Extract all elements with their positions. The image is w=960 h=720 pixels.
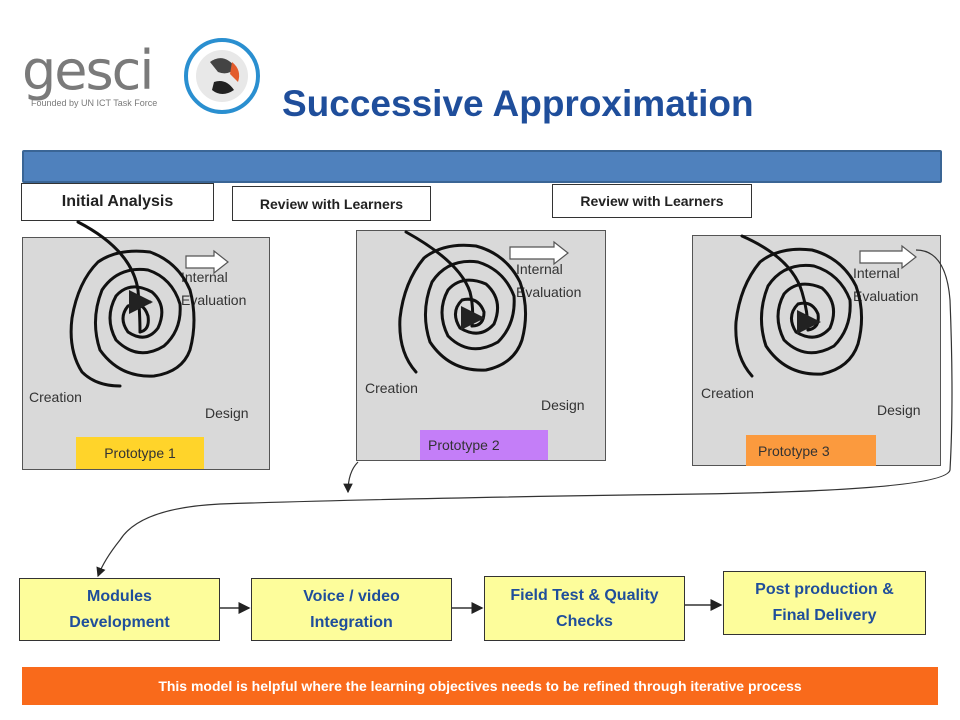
prototype-3-label: Prototype 3 [746,435,876,466]
spiral-1 [69,220,196,388]
logo-globe-icon [184,38,260,114]
prototype-1-label: Prototype 1 [76,437,204,469]
panel-1-internal-label: Internal [181,269,228,285]
spiral-3 [734,234,863,378]
panel-2-design-label: Design [541,397,585,413]
prototype-2-label: Prototype 2 [420,430,548,460]
panel-1-design-label: Design [205,405,249,421]
step-3-line-1: Field Test & Quality [510,586,659,604]
prototype-panel-2 [356,230,606,461]
page-title: Successive Approximation [282,83,754,124]
step-1-line-1: Modules [87,587,152,605]
footer-note: This model is helpful where the learning… [22,667,938,705]
panel-3-evaluation-label: Evaluation [853,288,919,304]
spiral-2 [398,230,527,374]
panel-1-creation-label: Creation [29,389,82,405]
panel-2-evaluation-label: Evaluation [516,284,582,300]
panel-1-evaluation-label: Evaluation [181,292,247,308]
step-4-line-2: Final Delivery [772,607,877,624]
panel-2-internal-label: Internal [516,261,563,277]
review-with-learners-label-1: Review with Learners [232,186,431,221]
step-2-line-1: Voice / video [303,587,400,605]
step-3-line-2: Checks [556,612,613,630]
header-banner [22,150,942,183]
panel-3-creation-label: Creation [701,385,754,401]
logo-tagline: Founded by UN ICT Task Force [31,98,158,108]
step-2-line-2: Integration [310,613,393,631]
step-1-line-2: Development [69,613,170,631]
initial-analysis-label: Initial Analysis [21,183,214,221]
step-4-line-1: Post production & [755,581,894,598]
panel-3-internal-label: Internal [853,265,900,281]
prototype-panel-3 [692,235,941,466]
panel-2-creation-label: Creation [365,380,418,396]
step-post-production-final-delivery: Post production & Final Delivery [723,571,926,635]
internal-evaluation-arrow-1 [185,249,229,275]
gesci-logo [14,32,262,120]
logo-wordmark: gesci [22,39,154,102]
internal-evaluation-arrow-2 [509,240,569,266]
connector-panel1-to-panel2 [343,461,359,494]
panel-3-design-label: Design [877,402,921,418]
internal-evaluation-arrow-3 [859,244,917,270]
connector-panel3-to-modules [96,249,953,578]
review-with-learners-label-2: Review with Learners [552,184,752,218]
